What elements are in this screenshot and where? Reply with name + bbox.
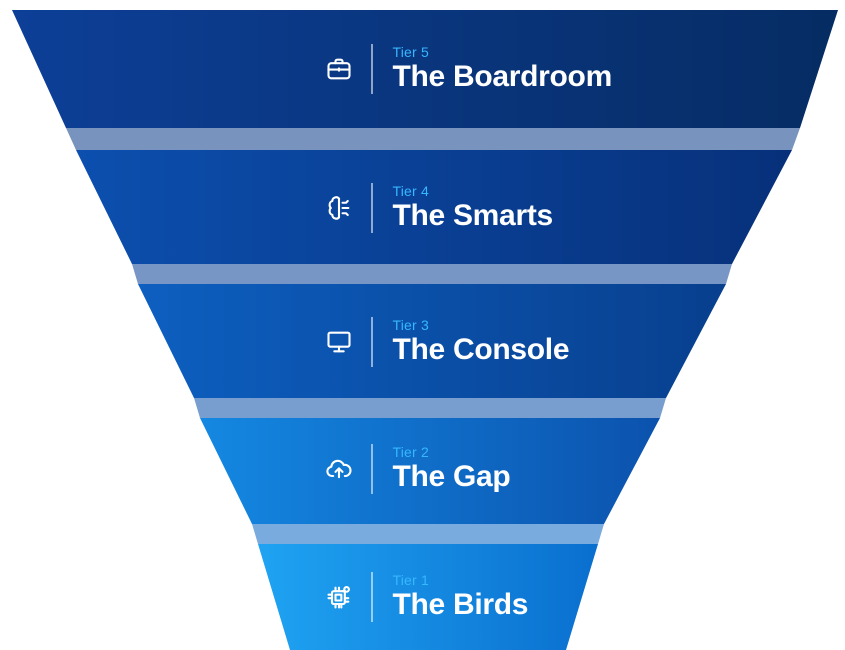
tier-4-name: The Smarts xyxy=(392,199,554,232)
tier-1-label: Tier 1 The Birds xyxy=(321,572,528,622)
tier-2-number: Tier 2 xyxy=(392,444,429,460)
monitor-icon xyxy=(321,324,357,360)
tier-5-divider xyxy=(371,44,373,94)
tier-1-divider xyxy=(371,572,373,622)
cloud-upload-icon xyxy=(321,451,357,487)
tier-2-name: The Gap xyxy=(392,460,511,493)
briefcase-icon xyxy=(321,51,357,87)
tier-3-name: The Console xyxy=(392,333,570,366)
tier-4-divider xyxy=(371,183,373,233)
tier-4-number: Tier 4 xyxy=(392,183,429,199)
brain-icon xyxy=(321,190,357,226)
tier-5-name: The Boardroom xyxy=(392,60,613,93)
tier-5-number: Tier 5 xyxy=(392,44,429,60)
tier-1-name: The Birds xyxy=(392,588,529,621)
tier-3-label: Tier 3 The Console xyxy=(321,317,570,367)
tier-4-label: Tier 4 The Smarts xyxy=(321,183,553,233)
tier-2-label: Tier 2 The Gap xyxy=(321,444,511,494)
tier-3-number: Tier 3 xyxy=(392,317,429,333)
tier-5-label: Tier 5 The Boardroom xyxy=(321,44,612,94)
tier-2-divider xyxy=(371,444,373,494)
chip-icon xyxy=(321,579,357,615)
tier-3-divider xyxy=(371,317,373,367)
tier-1-number: Tier 1 xyxy=(392,572,429,588)
